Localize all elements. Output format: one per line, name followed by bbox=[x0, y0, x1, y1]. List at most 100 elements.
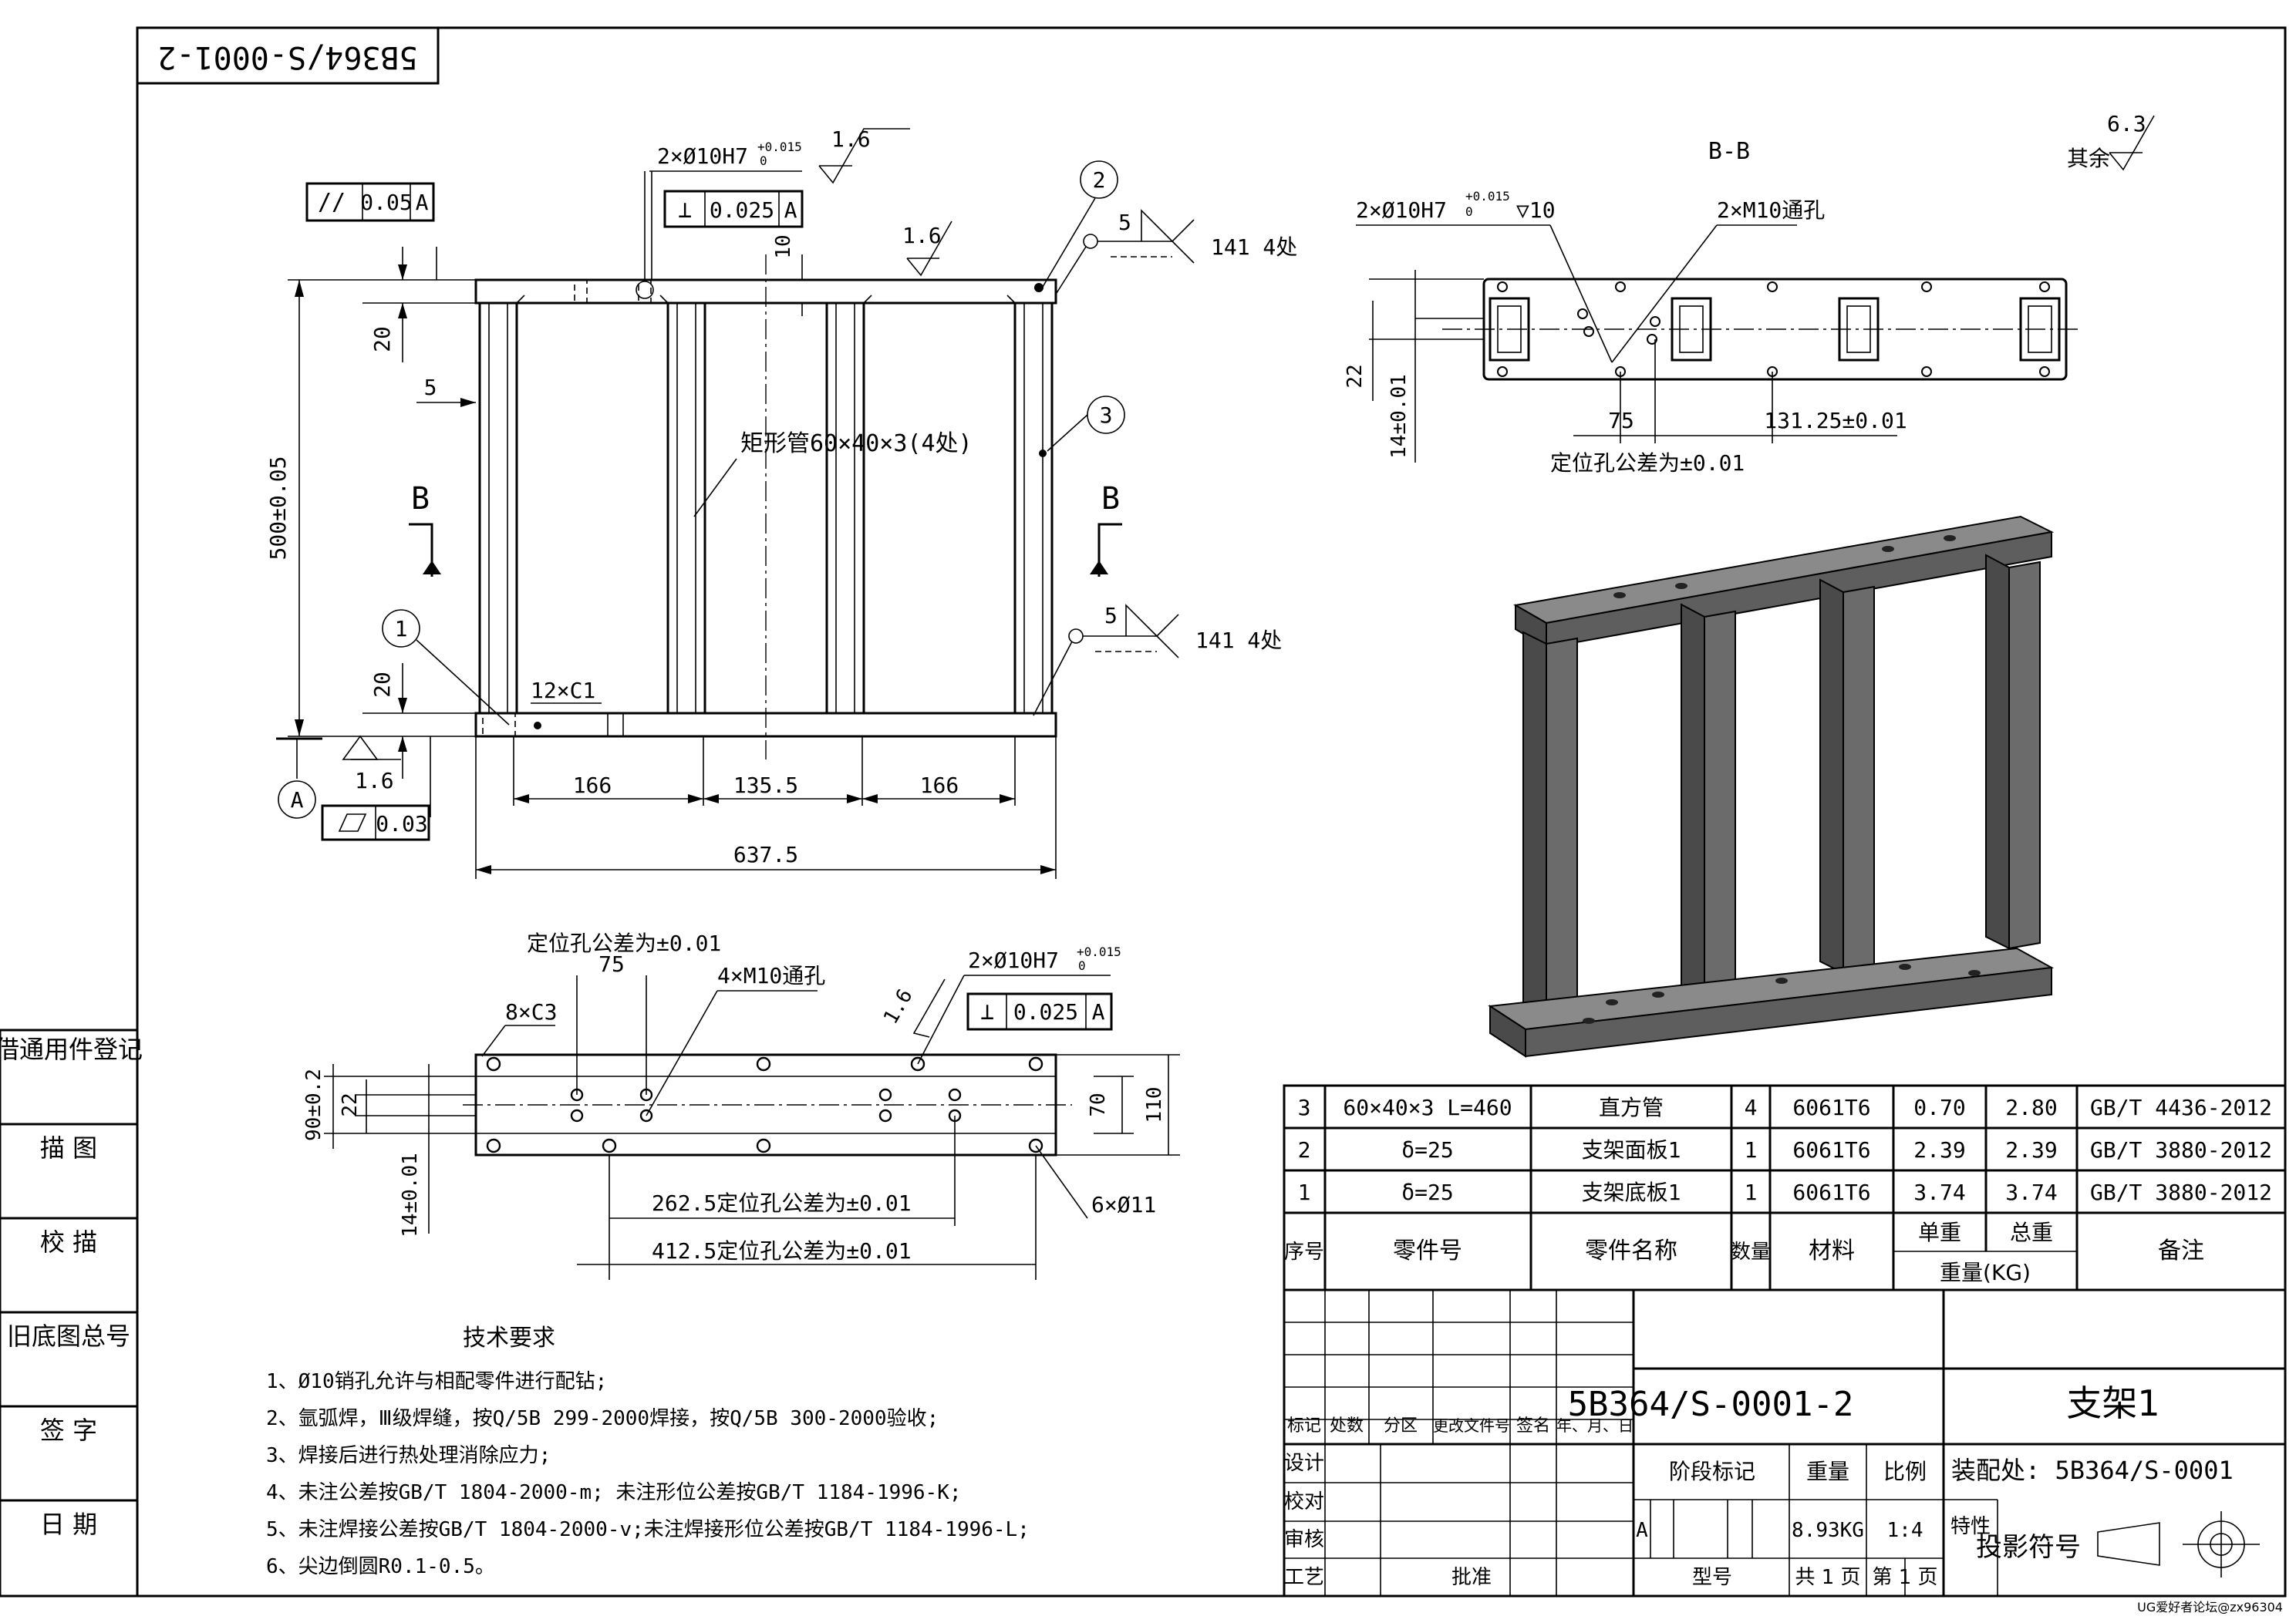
perp-tol: 0.025 bbox=[710, 197, 774, 223]
inner-frame bbox=[136, 26, 2287, 1598]
dim-75: 75 bbox=[598, 951, 625, 977]
perp-symbol: ⊥ bbox=[980, 998, 994, 1025]
header-name: 零件名称 bbox=[1585, 1237, 1677, 1264]
dim-90: 90±0.2 bbox=[302, 1069, 325, 1141]
dim-22: 22 bbox=[339, 1093, 362, 1116]
drawing-number: 5B364/S-0001-2 bbox=[1568, 1385, 1854, 1424]
rev-label: 标记 bbox=[1287, 1416, 1321, 1436]
bom-total: 3.74 bbox=[2005, 1180, 2057, 1205]
dim-height: 500±0.05 bbox=[265, 456, 291, 561]
rough-default: 6.3 bbox=[2107, 111, 2146, 136]
dim-total: 637.5 bbox=[733, 842, 798, 867]
tech-item: 4、未注公差按GB/T 1804-2000-m; 未注形位公差按GB/T 118… bbox=[266, 1481, 962, 1504]
stage-label: 阶段标记 bbox=[1669, 1459, 1755, 1484]
role-label: 工艺 bbox=[1284, 1566, 1324, 1589]
bom-no: 3 bbox=[1298, 1095, 1311, 1120]
strip-label: 日 期 bbox=[40, 1510, 97, 1539]
bom-part: δ=25 bbox=[1401, 1137, 1453, 1163]
bom-material: 6061T6 bbox=[1792, 1180, 1870, 1205]
holes: 6×Ø11 bbox=[1091, 1192, 1156, 1217]
scale-value: 1:4 bbox=[1887, 1519, 1923, 1542]
dim-14: 14±0.01 bbox=[1387, 374, 1411, 459]
header-note: 备注 bbox=[2158, 1237, 2204, 1264]
section-title: B-B bbox=[1708, 138, 1750, 165]
bom-note: GB/T 3880-2012 bbox=[2090, 1137, 2272, 1163]
bom-unit: 3.74 bbox=[1913, 1180, 1965, 1205]
dim-22: 22 bbox=[1344, 364, 1367, 388]
tol-lower: 0 bbox=[1078, 958, 1086, 973]
isometric-view bbox=[1488, 515, 2055, 1058]
tech-item: 5、未注焊接公差按GB/T 1804-2000-v;未注焊接形位公差按GB/T … bbox=[266, 1518, 1030, 1541]
bom-qty: 1 bbox=[1745, 1137, 1758, 1163]
bom-material: 6061T6 bbox=[1792, 1137, 1870, 1163]
bom-unit: 2.39 bbox=[1913, 1137, 1965, 1163]
title-block: 标记 处数 分区 更改文件号 签名 年、月、日 设计 校对 审核 工艺 批准 5… bbox=[1283, 1288, 2287, 1598]
strip-label: 描 图 bbox=[40, 1133, 97, 1163]
bom-name: 支架底板1 bbox=[1582, 1180, 1681, 1205]
tol-upper: +0.015 bbox=[757, 140, 802, 154]
bom-part: 60×40×3 L=460 bbox=[1343, 1095, 1512, 1120]
model-label: 型号 bbox=[1692, 1566, 1732, 1589]
drawing-title: 支架1 bbox=[2066, 1382, 2159, 1424]
balloon-text: 3 bbox=[1100, 402, 1113, 428]
bom-name: 直方管 bbox=[1599, 1095, 1664, 1120]
chamfer: 8×C3 bbox=[505, 999, 557, 1025]
bom-unit: 0.70 bbox=[1913, 1095, 1965, 1120]
rough-default-label: 其余 bbox=[2067, 146, 2110, 171]
perp-datum: A bbox=[784, 197, 797, 223]
tech-item: 1、Ø10销孔允许与相配零件进行配钻; bbox=[266, 1370, 607, 1393]
strip-label: 签 字 bbox=[40, 1416, 97, 1445]
dim-14: 14±0.01 bbox=[399, 1153, 422, 1237]
tech-item: 2、氩弧焊，Ⅲ级焊缝，按Q/5B 299-2000焊接，按Q/5B 300-20… bbox=[266, 1407, 939, 1430]
sheets-total: 共 1 页 bbox=[1795, 1566, 1860, 1589]
weld-text: 141 4处 bbox=[1211, 234, 1297, 260]
chamfer: 12×C1 bbox=[531, 678, 595, 703]
dim-5: 5 bbox=[424, 375, 437, 400]
bom-note: GB/T 4436-2012 bbox=[2090, 1095, 2272, 1120]
section-left: B bbox=[411, 481, 430, 517]
section-note: 定位孔公差为±0.01 bbox=[1550, 450, 1745, 476]
parallel-symbol: // bbox=[318, 189, 346, 216]
flat-tol: 0.03 bbox=[376, 811, 427, 837]
dim-20-top: 20 bbox=[369, 326, 395, 352]
tol-lower: 0 bbox=[760, 153, 767, 168]
special-label: 特性 bbox=[1950, 1515, 1991, 1538]
rev-label: 年、月、日 bbox=[1556, 1416, 1633, 1435]
strip-label: 校 描 bbox=[40, 1227, 97, 1257]
balloon-text: 1 bbox=[395, 616, 408, 641]
tol-lower: 0 bbox=[1465, 204, 1473, 219]
scale-label: 比例 bbox=[1883, 1459, 1927, 1484]
header-unit: 单重 bbox=[1918, 1220, 1961, 1245]
bom-material: 6061T6 bbox=[1792, 1095, 1870, 1120]
depth: ▽10 bbox=[1516, 197, 1556, 223]
balloon-2 bbox=[1080, 160, 1118, 199]
header-no: 序号 bbox=[1284, 1241, 1324, 1264]
header-part: 零件号 bbox=[1393, 1237, 1462, 1264]
hole-callout: 2×Ø10H7 bbox=[1356, 197, 1447, 223]
weld-size: 5 bbox=[1118, 210, 1131, 235]
section-right: B bbox=[1101, 481, 1120, 517]
bom-no: 2 bbox=[1298, 1137, 1311, 1163]
dim-166a: 166 bbox=[573, 773, 612, 798]
tube-callout: 矩形管60×40×3(4处) bbox=[740, 430, 973, 457]
dim-262: 262.5定位孔公差为±0.01 bbox=[652, 1190, 912, 1216]
rev-label: 分区 bbox=[1384, 1416, 1418, 1436]
tech-item: 6、尖边倒圆R0.1-0.5。 bbox=[266, 1555, 495, 1578]
tech-requirements: 技术要求 1、Ø10销孔允许与相配零件进行配钻; 2、氩弧焊，Ⅲ级焊缝，按Q/5… bbox=[266, 1325, 1030, 1578]
role-label: 校对 bbox=[1284, 1490, 1324, 1514]
dim-70: 70 bbox=[1087, 1093, 1110, 1116]
bottom-view: 定位孔公差为±0.01 75 4×M10通孔 2×Ø10H7 +0.015 0 … bbox=[302, 931, 1180, 1280]
dim-131: 131.25±0.01 bbox=[1764, 408, 1907, 433]
dim-412: 412.5定位孔公差为±0.01 bbox=[652, 1238, 912, 1264]
balloon-text: 2 bbox=[1093, 167, 1106, 193]
header-qty: 数量 bbox=[1731, 1241, 1771, 1264]
approve-label: 批准 bbox=[1451, 1566, 1492, 1589]
section-view: B-B 2×Ø10H7 +0.015 0 ▽10 bbox=[1344, 111, 2155, 476]
dim-110: 110 bbox=[1143, 1087, 1166, 1123]
watermark: UG爱好者论坛@zx96304 bbox=[2137, 1600, 2283, 1615]
perp-tol: 0.025 bbox=[1013, 999, 1078, 1025]
bom-total: 2.39 bbox=[2005, 1137, 2057, 1163]
bom-name: 支架面板1 bbox=[1582, 1137, 1681, 1163]
